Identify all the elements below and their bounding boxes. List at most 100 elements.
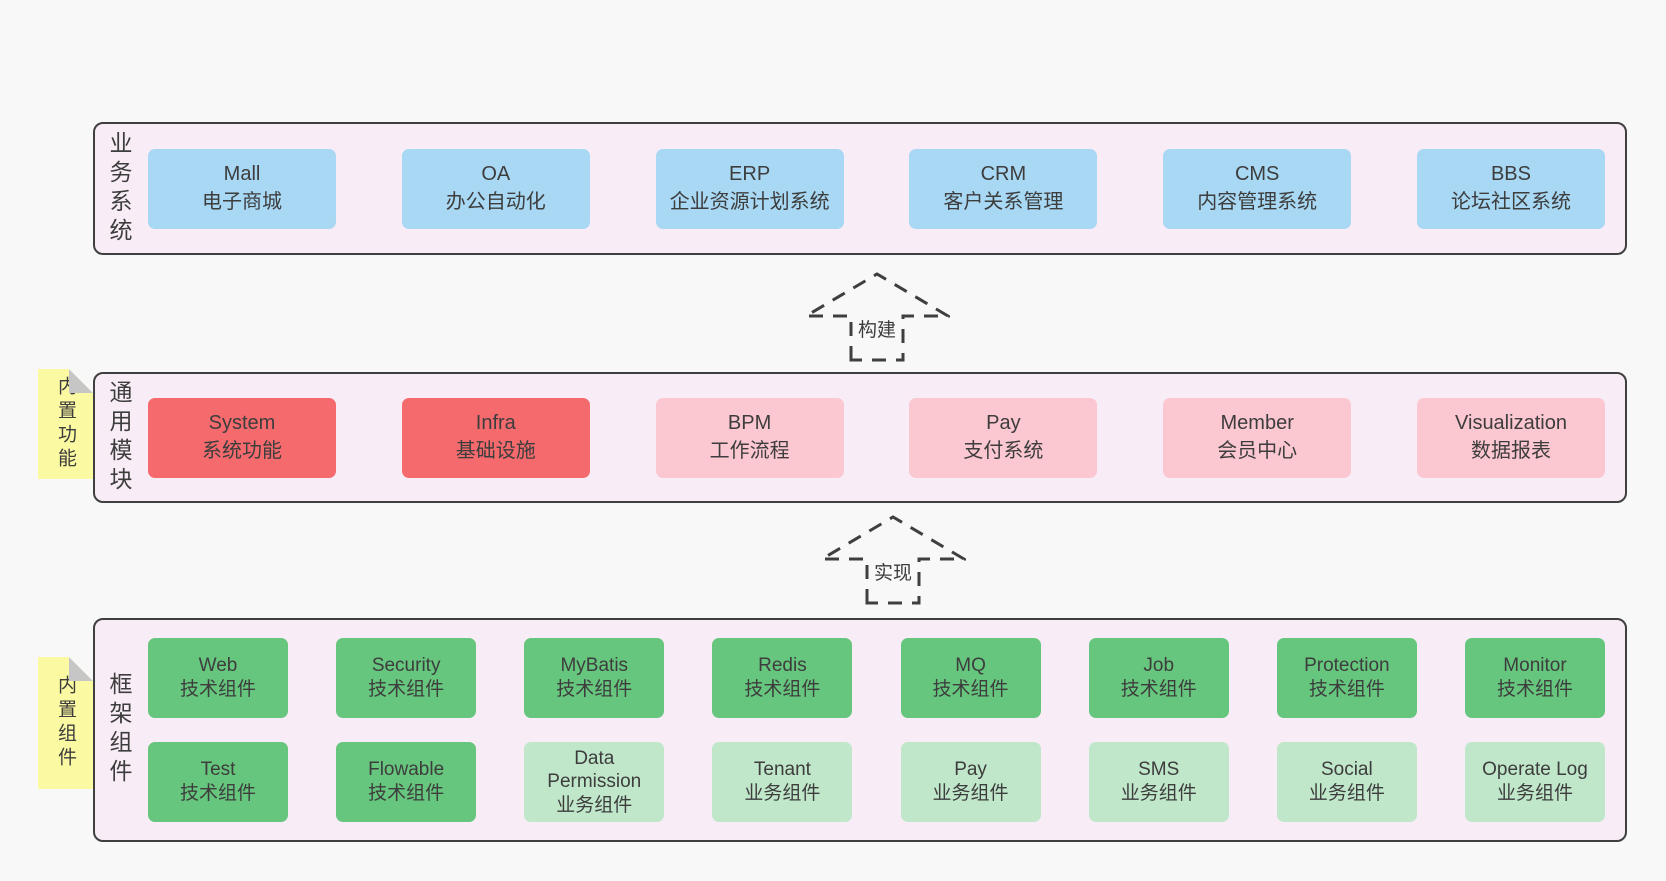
framework-components-section: 框架组件 Web 技术组件 Security 技术组件 MyBatis 技术组件… [93, 618, 1627, 842]
builtin-components-note-label: 内置组件 [55, 675, 76, 771]
common-modules-section: 通用模块 System 系统功能 Infra 基础设施 BPM 工作流程 Pay… [93, 372, 1627, 503]
box-title: Redis [758, 655, 807, 677]
diagram-box-web: Web 技术组件 [148, 638, 288, 718]
components-section-label: 框架组件 [106, 672, 132, 788]
box-title: Security [371, 655, 441, 677]
diagram-box-infra: Infra 基础设施 [401, 397, 590, 478]
diagram-box-tenant: Tenant 业务组件 [712, 742, 853, 822]
box-subtitle: 内容管理系统 [1197, 190, 1318, 213]
diagram-box-security: Security 技术组件 [336, 638, 477, 718]
box-title: Job [1143, 655, 1175, 677]
diagram-box-bpm: BPM 工作流程 [655, 397, 844, 478]
box-title: MQ [955, 655, 986, 677]
box-subtitle: 工作流程 [709, 439, 790, 462]
diagram-box-erp: ERP 企业资源计划系统 [655, 148, 844, 229]
box-title: Web [198, 655, 238, 677]
box-subtitle: 系统功能 [202, 439, 282, 462]
box-subtitle: 客户关系管理 [943, 190, 1064, 213]
diagram-box-cms: CMS 内容管理系统 [1163, 148, 1352, 229]
diagram-box-visualization: Visualization 数据报表 [1416, 397, 1605, 478]
diagram-box-operate-log: Operate Log 业务组件 [1464, 742, 1605, 822]
box-subtitle: 技术组件 [179, 679, 256, 700]
box-title: Flowable [368, 759, 445, 781]
box-title: Data Permission [547, 747, 642, 793]
folded-corner-icon [69, 369, 93, 393]
business-boxes: Mall 电子商城 OA 办公自动化 ERP 企业资源计划系统 CRM 客户关系… [130, 148, 1625, 229]
box-subtitle: 电子商城 [202, 190, 282, 213]
diagram-box-protection: Protection 技术组件 [1276, 638, 1417, 718]
box-title: BBS [1490, 162, 1531, 185]
box-title: Visualization [1455, 411, 1567, 434]
box-title: Pay [954, 759, 987, 781]
box-title: CMS [1234, 162, 1280, 185]
box-title: Pay [986, 411, 1021, 434]
box-title: Social [1320, 759, 1373, 781]
box-title: Member [1220, 411, 1294, 434]
box-subtitle: 技术组件 [368, 783, 445, 804]
diagram-box-test: Test 技术组件 [148, 742, 288, 822]
diagram-box-monitor: Monitor 技术组件 [1464, 638, 1605, 718]
build-arrow-label: 构建 [853, 314, 901, 343]
diagram-box-redis: Redis 技术组件 [712, 638, 853, 718]
box-subtitle: 业务组件 [932, 783, 1009, 804]
box-title: System [208, 411, 276, 434]
box-title: OA [481, 162, 511, 185]
box-subtitle: 办公自动化 [445, 190, 546, 213]
build-arrow-icon [804, 272, 950, 362]
diagram-box-job: Job 技术组件 [1088, 638, 1229, 718]
box-subtitle: 业务组件 [744, 783, 821, 804]
business-section-label: 业务系统 [106, 130, 132, 247]
box-subtitle: 技术组件 [744, 679, 821, 700]
folded-corner-icon [69, 657, 93, 681]
modules-section-label: 通用模块 [106, 379, 132, 496]
box-subtitle: 业务组件 [1120, 783, 1197, 804]
diagram-box-pay: Pay 业务组件 [900, 742, 1041, 822]
box-title: MyBatis [560, 655, 629, 677]
box-title: Mall [223, 162, 261, 185]
box-subtitle: 业务组件 [1496, 783, 1573, 804]
implement-arrow-icon [820, 515, 966, 605]
diagram-box-social: Social 业务组件 [1276, 742, 1417, 822]
business-systems-section: 业务系统 Mall 电子商城 OA 办公自动化 ERP 企业资源计划系统 CRM… [93, 122, 1627, 255]
box-title: Tenant [753, 759, 811, 781]
box-subtitle: 会员中心 [1217, 439, 1298, 462]
box-subtitle: 业务组件 [1308, 783, 1385, 804]
box-subtitle: 论坛社区系统 [1450, 190, 1571, 213]
builtin-components-note: 内置组件 [38, 657, 93, 789]
diagram-box-flowable: Flowable 技术组件 [336, 742, 477, 822]
modules-boxes: System 系统功能 Infra 基础设施 BPM 工作流程 Pay 支付系统… [130, 397, 1625, 478]
box-subtitle: 技术组件 [556, 679, 633, 700]
box-title: SMS [1138, 759, 1180, 781]
box-subtitle: 技术组件 [1496, 679, 1573, 700]
box-subtitle: 技术组件 [179, 783, 256, 804]
box-subtitle: 业务组件 [556, 794, 633, 816]
diagram-box-mall: Mall 电子商城 [148, 148, 336, 229]
box-title: CRM [980, 162, 1027, 185]
box-subtitle: 技术组件 [932, 679, 1009, 700]
diagram-box-crm: CRM 客户关系管理 [909, 148, 1098, 229]
box-subtitle: 数据报表 [1470, 439, 1551, 462]
box-title: Protection [1304, 655, 1390, 677]
box-subtitle: 企业资源计划系统 [669, 190, 830, 213]
box-title: Infra [475, 411, 516, 434]
box-subtitle: 技术组件 [1308, 679, 1385, 700]
diagram-box-mq: MQ 技术组件 [900, 638, 1041, 718]
diagram-box-member: Member 会员中心 [1163, 397, 1352, 478]
diagram-box-pay: Pay 支付系统 [909, 397, 1098, 478]
diagram-box-data-permission: Data Permission 业务组件 [524, 742, 665, 822]
builtin-features-note: 内置功能 [38, 369, 93, 479]
implement-arrow-label: 实现 [869, 557, 917, 586]
diagram-box-sms: SMS 业务组件 [1088, 742, 1229, 822]
components-boxes: Web 技术组件 Security 技术组件 MyBatis 技术组件 Redi… [130, 638, 1625, 822]
box-title: BPM [727, 411, 772, 434]
box-title: Operate Log [1482, 759, 1588, 781]
box-subtitle: 技术组件 [1120, 679, 1197, 700]
box-title: ERP [729, 162, 771, 185]
box-title: Test [200, 759, 236, 781]
diagram-box-system: System 系统功能 [148, 397, 336, 478]
box-title: Monitor [1503, 655, 1567, 677]
builtin-features-note-label: 内置功能 [55, 376, 76, 472]
diagram-box-bbs: BBS 论坛社区系统 [1416, 148, 1605, 229]
box-subtitle: 技术组件 [368, 679, 445, 700]
